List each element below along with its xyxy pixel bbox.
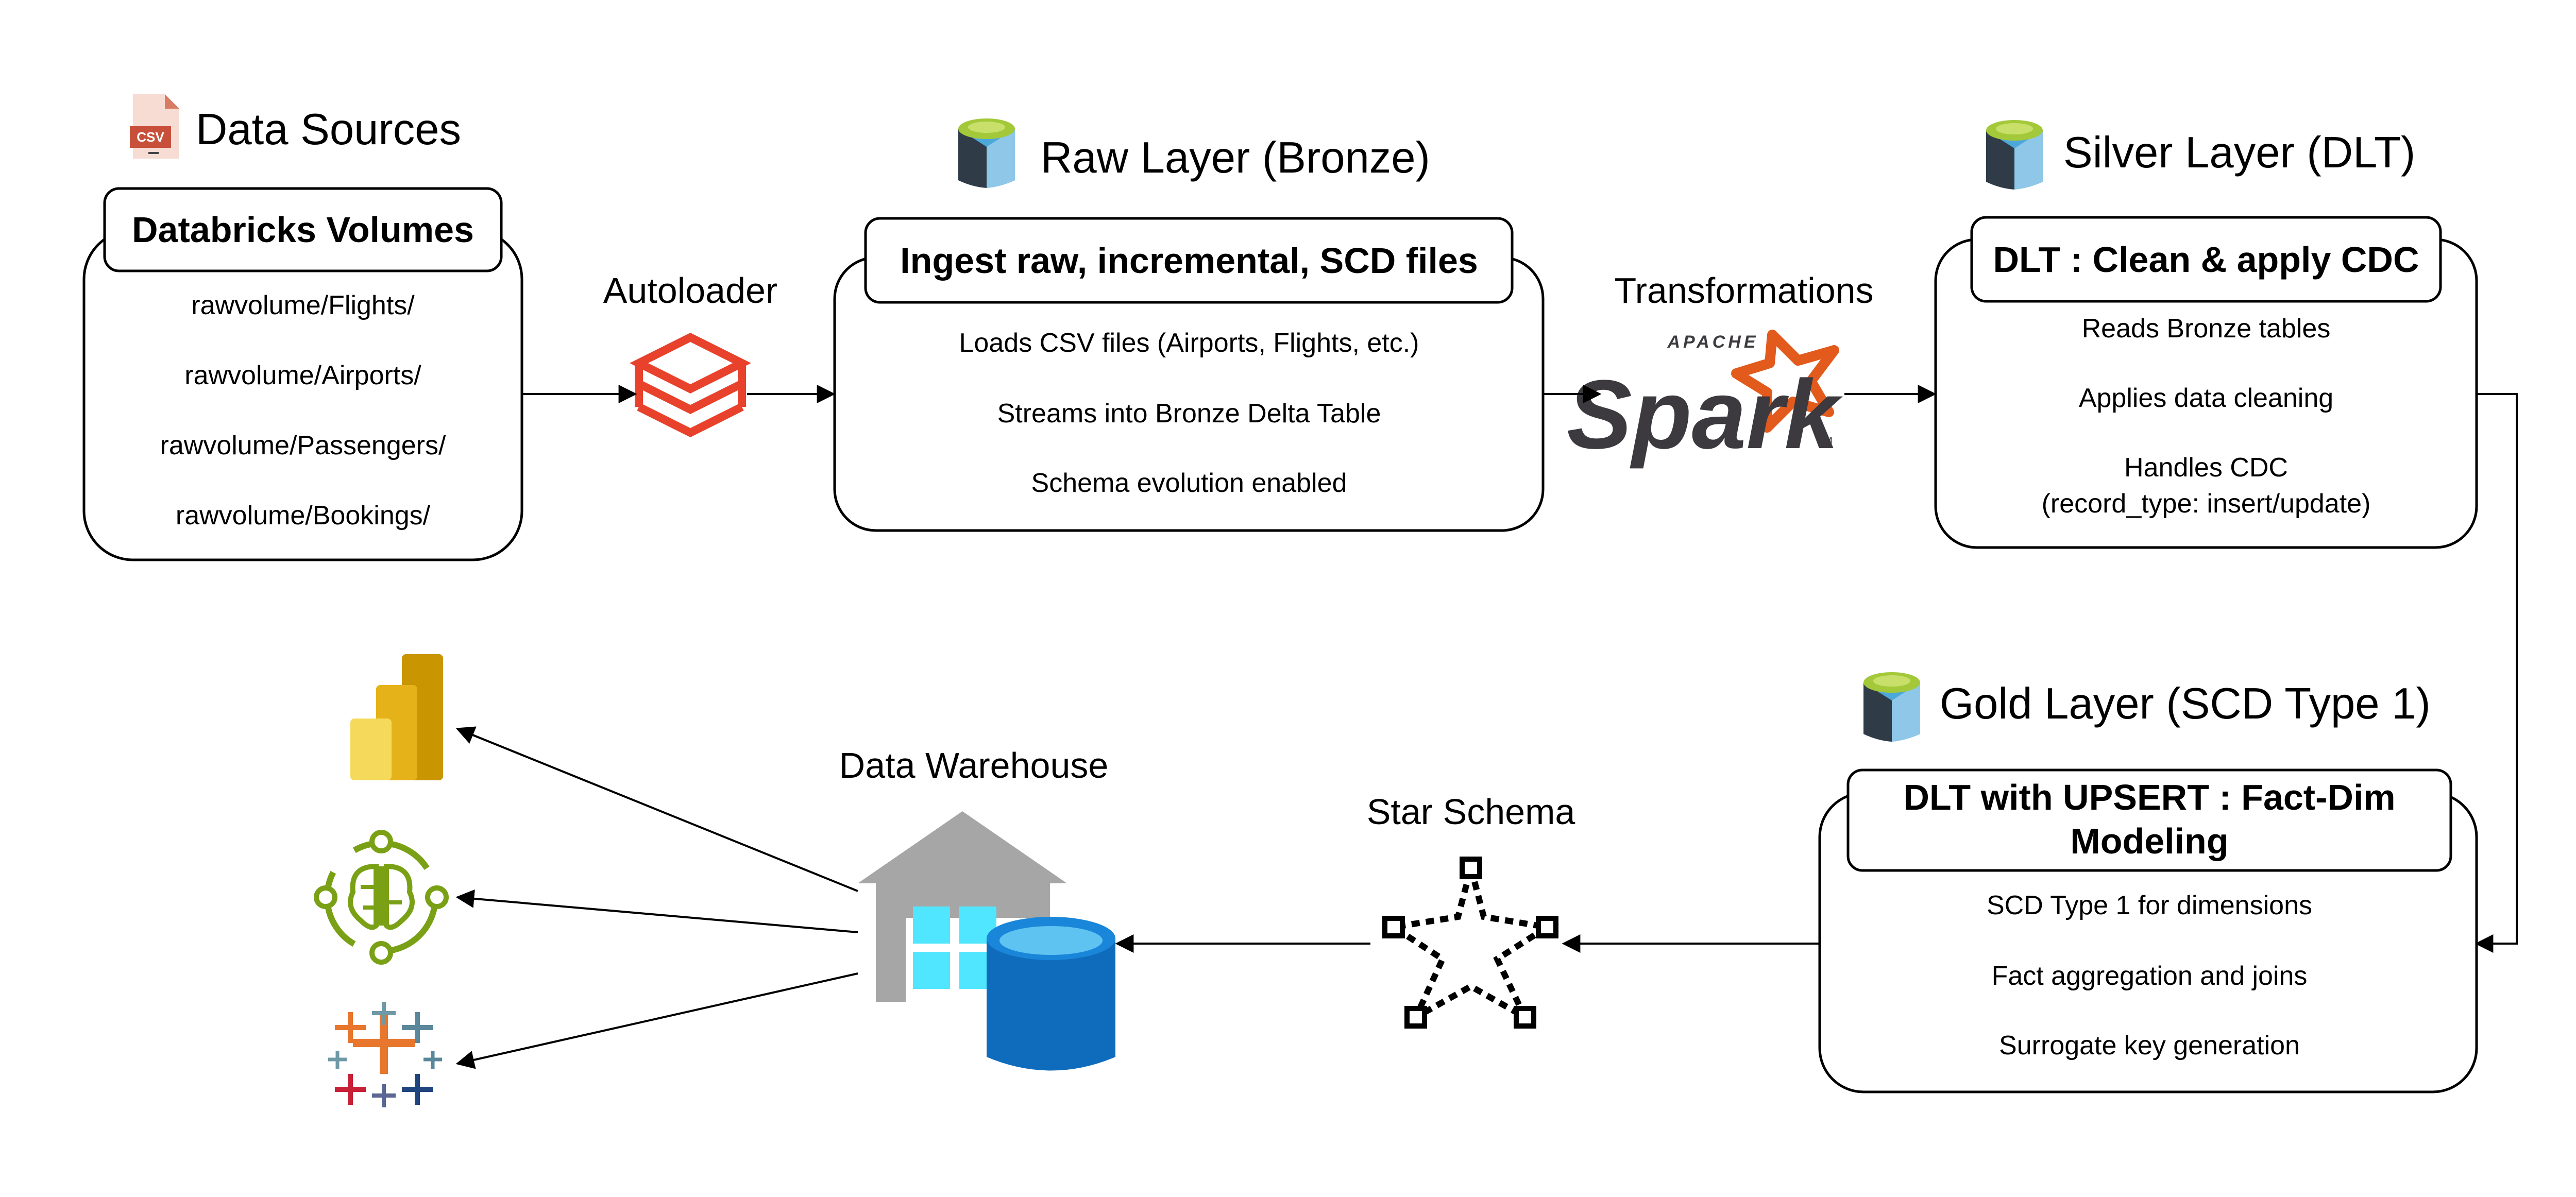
star-schema-icon [1382,856,1558,1029]
star-schema-label: Star Schema [1367,792,1575,832]
silver-layer-line: Applies data cleaning [2079,383,2333,413]
spark-wordmark-text: Spark [1567,360,1843,469]
data-sources-line: rawvolume/Bookings/ [176,501,431,531]
arrow-warehouse-to-ml [455,889,858,933]
power-bi-icon [350,654,443,780]
database-icon [958,118,1015,188]
svg-text:CSV: CSV [137,129,164,145]
raw-layer-heading: Raw Layer (Bronze) [1041,133,1430,182]
raw-layer-line: Schema evolution enabled [1031,468,1347,498]
gold-layer-heading: Gold Layer (SCD Type 1) [1940,679,2431,728]
databricks-logo-icon [630,333,751,437]
autoloader-label: Autoloader [603,270,778,311]
data-sources-heading: Data Sources [196,105,461,154]
silver-layer-title-box [1970,216,2442,303]
gold-layer-box-title-line1: DLT with UPSERT : Fact-Dim [1903,777,2395,817]
silver-layer-box-title: DLT : Clean & apply CDC [1993,240,2419,280]
silver-layer-line: (record_type: insert/update) [2042,489,2371,519]
data-sources-line: rawvolume/Airports/ [184,361,421,390]
silver-layer-line: Reads Bronze tables [2082,314,2331,344]
silver-layer-heading: Silver Layer (DLT) [2063,128,2415,177]
raw-layer-box-title: Ingest raw, incremental, SCD files [900,241,1478,281]
gold-layer-line: Surrogate key generation [1999,1031,2300,1061]
data-sources-box-title: Databricks Volumes [132,210,474,250]
gold-layer-line: SCD Type 1 for dimensions [1987,891,2312,920]
raw-layer-line: Loads CSV files (Airports, Flights, etc.… [959,328,1419,358]
gold-layer-box-title-line2: Modeling [2070,821,2228,861]
arrow-silver-to-gold [2475,393,2518,953]
gold-layer-title-box [1846,768,2452,872]
spark-tm-text: TM [1818,435,1833,447]
spark-apache-text: APACHE [1667,332,1758,352]
raw-layer-line: Streams into Bronze Delta Table [997,399,1381,429]
arrow-warehouse-to-tableau [455,972,858,1069]
tableau-icon [328,1002,442,1107]
database-icon [1863,672,1920,742]
apache-spark-logo-icon: APACHE Spark TM [1567,330,1843,469]
data-sources-title-box [103,187,503,272]
arrow-warehouse-to-powerbi [455,726,858,892]
silver-layer-line: Handles CDC [2124,453,2288,483]
data-warehouse-label: Data Warehouse [839,745,1109,785]
raw-layer-title-box [864,217,1514,304]
csv-file-icon: CSV [130,94,179,159]
data-sources-line: rawvolume/Passengers/ [160,431,446,460]
data-sources-line: rawvolume/Flights/ [191,290,415,320]
data-warehouse-icon [858,811,1115,1071]
machine-learning-brain-icon [314,830,449,965]
gold-layer-line: Fact aggregation and joins [1992,961,2308,991]
database-icon [1986,120,2043,190]
transformations-label: Transformations [1614,270,1873,311]
